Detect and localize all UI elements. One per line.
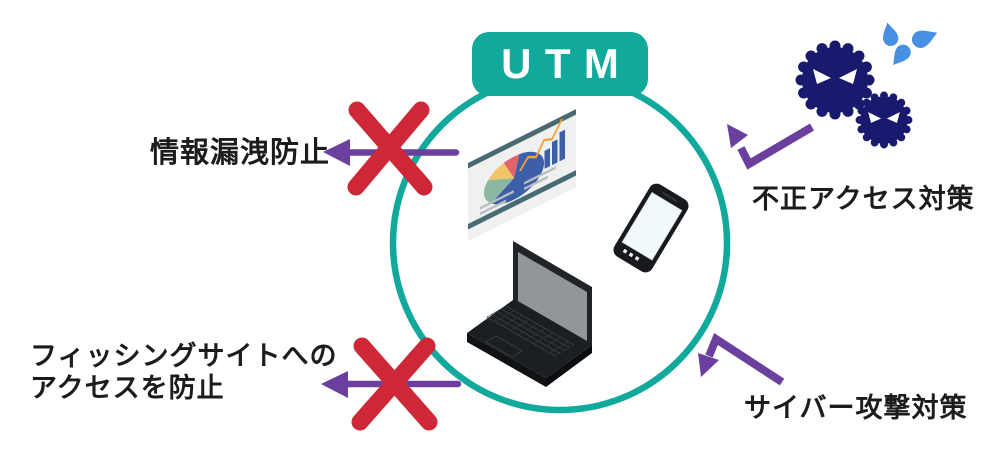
text-line <box>524 175 548 191</box>
laptop-touchpad <box>485 335 523 358</box>
cross-stroke <box>351 337 436 431</box>
arrow-head <box>321 371 348 398</box>
bar-chart-icon <box>519 118 565 181</box>
pie-slice-yellow <box>488 162 514 181</box>
cross-icon-info-leak <box>347 101 433 196</box>
text-line <box>480 199 506 216</box>
phone-button <box>634 256 640 261</box>
splash-drops-icon <box>883 22 938 66</box>
virus-eye <box>839 69 857 84</box>
bar <box>537 156 543 173</box>
bar <box>544 148 550 169</box>
utm-badge-label: UTM <box>501 40 633 87</box>
laptop-base-front <box>467 333 546 387</box>
label-info-leak-prevention: 情報漏洩防止 <box>150 137 331 169</box>
arrow-head <box>323 139 350 166</box>
drop <box>893 44 911 66</box>
board-bottom-edge <box>468 170 576 230</box>
laptop-icon <box>467 241 592 387</box>
phone-speaker <box>661 191 678 203</box>
bar <box>529 164 535 177</box>
phone-screen <box>621 192 683 261</box>
attack-arrow-unauthorized <box>727 123 815 170</box>
laptop-base-side <box>546 345 592 387</box>
cross-icon-phishing <box>351 337 438 431</box>
pie-slice-green <box>484 178 514 204</box>
text-line <box>480 190 514 210</box>
bar <box>552 139 558 166</box>
cross-stroke <box>347 101 430 196</box>
virus-eye <box>813 69 831 84</box>
laptop-screen <box>518 252 587 341</box>
attack-arrow-cyber <box>698 333 785 386</box>
label-phishing-line2: アクセスを防止 <box>30 372 225 403</box>
virus-icon-small <box>855 91 913 149</box>
utm-badge: UTM <box>472 32 648 96</box>
virus-body <box>795 40 875 120</box>
trend-line <box>519 118 563 172</box>
laptop-keyboard <box>486 305 575 357</box>
arrow-shaft <box>705 333 785 386</box>
label-cyber-attack-protection: サイバー攻撃対策 <box>744 393 968 423</box>
bar <box>522 173 528 181</box>
virus-icon-large <box>795 40 875 120</box>
arrow-shaft <box>737 123 815 170</box>
pie-chart-icon <box>484 151 544 205</box>
board-top-edge <box>468 109 576 169</box>
phone-button <box>628 252 634 258</box>
label-phishing-line1: フィッシングサイトへの <box>30 341 338 371</box>
pie-slice-red <box>503 154 520 179</box>
drop <box>911 30 938 48</box>
virus-eye <box>886 112 900 123</box>
text-line <box>524 166 556 185</box>
virus-eye <box>868 112 882 123</box>
virus-body <box>855 91 913 149</box>
phone-button <box>622 248 628 254</box>
presentation-chart-icon <box>468 109 576 241</box>
pie-slice-blue <box>491 151 544 205</box>
label-unauthorized-access-protection: 不正アクセス対策 <box>752 184 975 214</box>
drop <box>883 22 899 46</box>
smartphone-icon <box>613 183 689 273</box>
arrow-head <box>698 353 719 377</box>
bar <box>559 129 565 162</box>
label-phishing-prevention: フィッシングサイトへの アクセスを防止 <box>30 341 337 405</box>
arrow-head <box>727 124 748 148</box>
